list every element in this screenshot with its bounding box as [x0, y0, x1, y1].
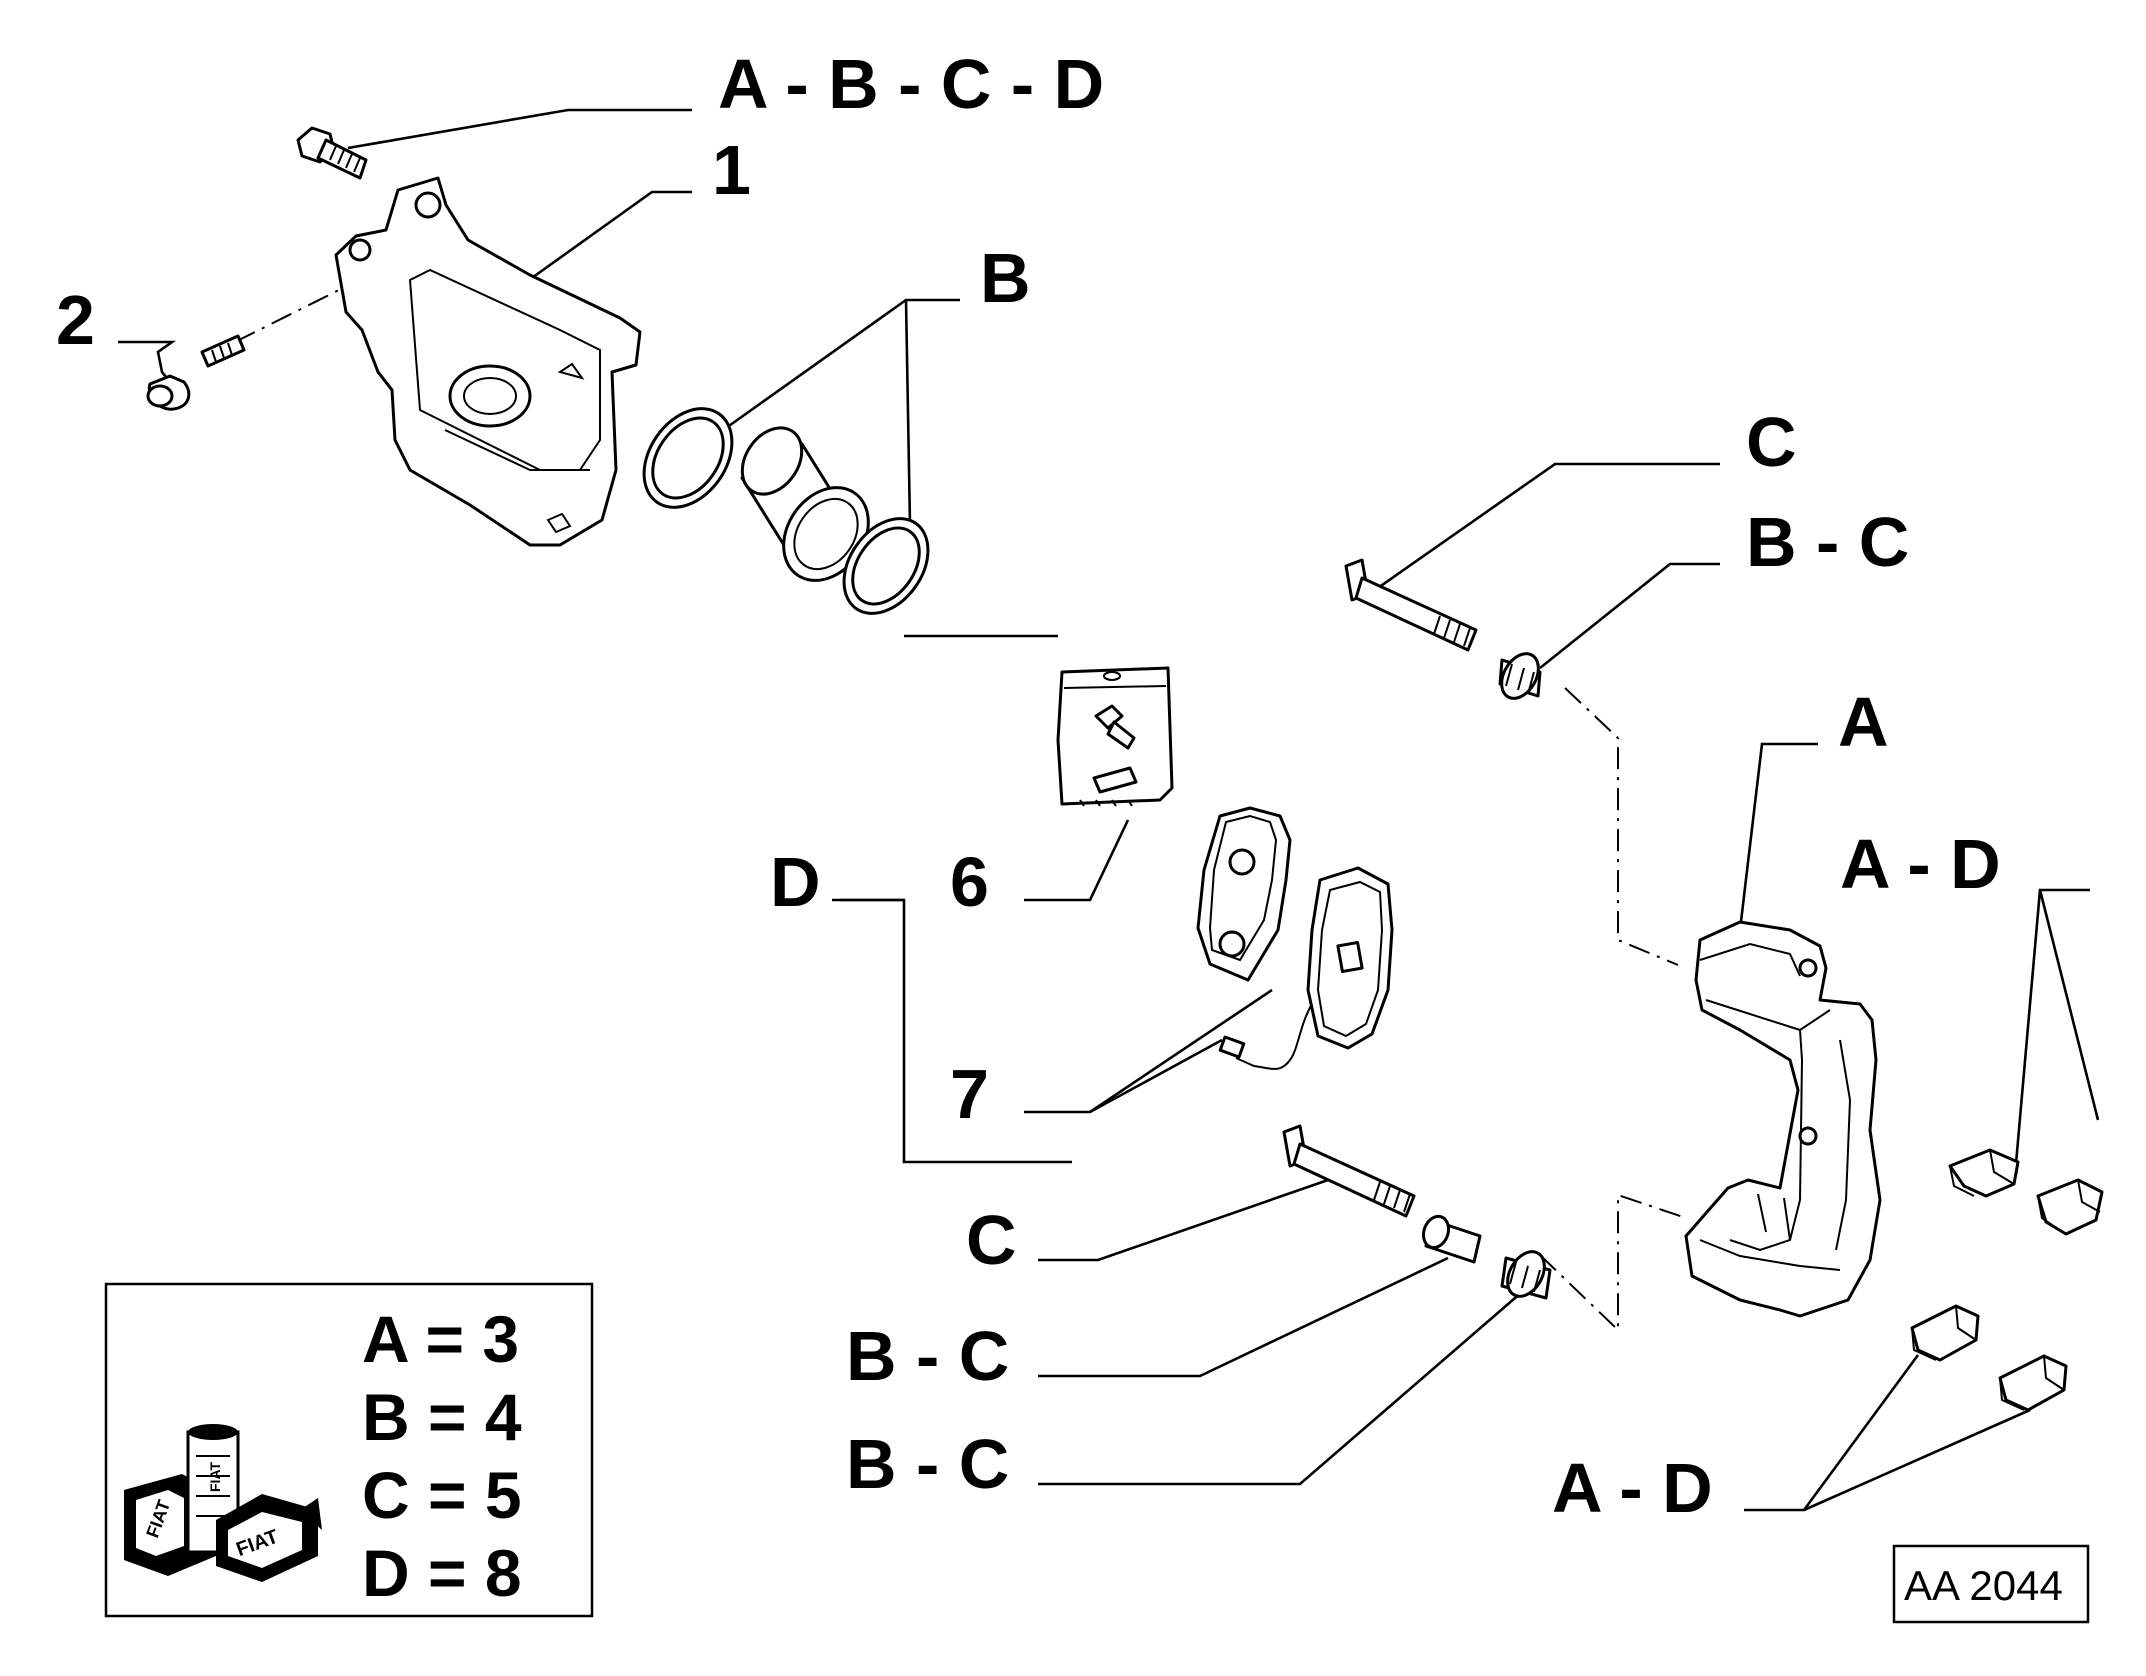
legend-line-b: B = 4: [362, 1380, 522, 1454]
label-top: A - B - C - D: [718, 45, 1104, 123]
kit-logo: FIAT FIAT FIAT: [124, 1424, 322, 1582]
guide-pin-bottom: [1282, 1124, 1416, 1218]
label-bushing-bottom-bc-2: B - C: [846, 1425, 1009, 1503]
brake-pad-outer: [1218, 866, 1394, 1070]
legend-line-d: D = 8: [362, 1536, 522, 1610]
bleed-screw: [146, 334, 246, 411]
label-bracket-a: A: [1838, 683, 1889, 761]
label-part-6: 6: [950, 843, 989, 921]
label-part-1: 1: [712, 131, 751, 209]
caliper-bracket: [1684, 920, 1882, 1318]
label-part-7: 7: [950, 1055, 989, 1133]
bushing-top: [1498, 652, 1542, 700]
piston-seal: [642, 407, 734, 509]
label-group-d: D: [770, 843, 821, 921]
label-clips-right-ad: A - D: [1840, 825, 2001, 903]
label-bolt-top-c: C: [1746, 403, 1797, 481]
anti-rattle-clip-4: [1998, 1354, 2068, 1412]
bushing-bottom-2: [1500, 1250, 1552, 1300]
quantity-legend: FIAT FIAT FIAT A = 3 B = 4 C = 5 D = 8: [104, 1282, 594, 1618]
svg-text:FIAT: FIAT: [207, 1461, 223, 1492]
label-bolt-bottom-c: C: [966, 1201, 1017, 1279]
label-bushing-top-bc: B - C: [1746, 503, 1909, 581]
brake-pad-inner: [1196, 806, 1292, 982]
anti-rattle-clip-1: [1948, 1148, 2020, 1198]
legend-line-c: C = 5: [362, 1458, 522, 1532]
dust-boot: [842, 517, 930, 615]
reference-code-box: AA 2044: [1892, 1544, 2090, 1624]
label-clips-bottom-ad: A - D: [1552, 1449, 1713, 1527]
label-seal-b: B: [980, 239, 1031, 317]
reference-code: AA 2044: [1904, 1562, 2063, 1609]
caliper-bolt-top: [296, 126, 368, 180]
guide-pin-top: [1344, 558, 1478, 652]
legend-line-a: A = 3: [362, 1302, 519, 1376]
caliper-body: [334, 176, 642, 547]
anti-rattle-clip-3: [1910, 1304, 1980, 1362]
leader-lines: [118, 108, 2100, 1512]
label-bushing-bottom-bc-1: B - C: [846, 1317, 1009, 1395]
label-part-2: 2: [56, 281, 95, 359]
anti-rattle-clip-2: [2036, 1178, 2104, 1236]
bushing-bottom-1: [1421, 1214, 1482, 1264]
hardware-bag: [1056, 666, 1174, 807]
